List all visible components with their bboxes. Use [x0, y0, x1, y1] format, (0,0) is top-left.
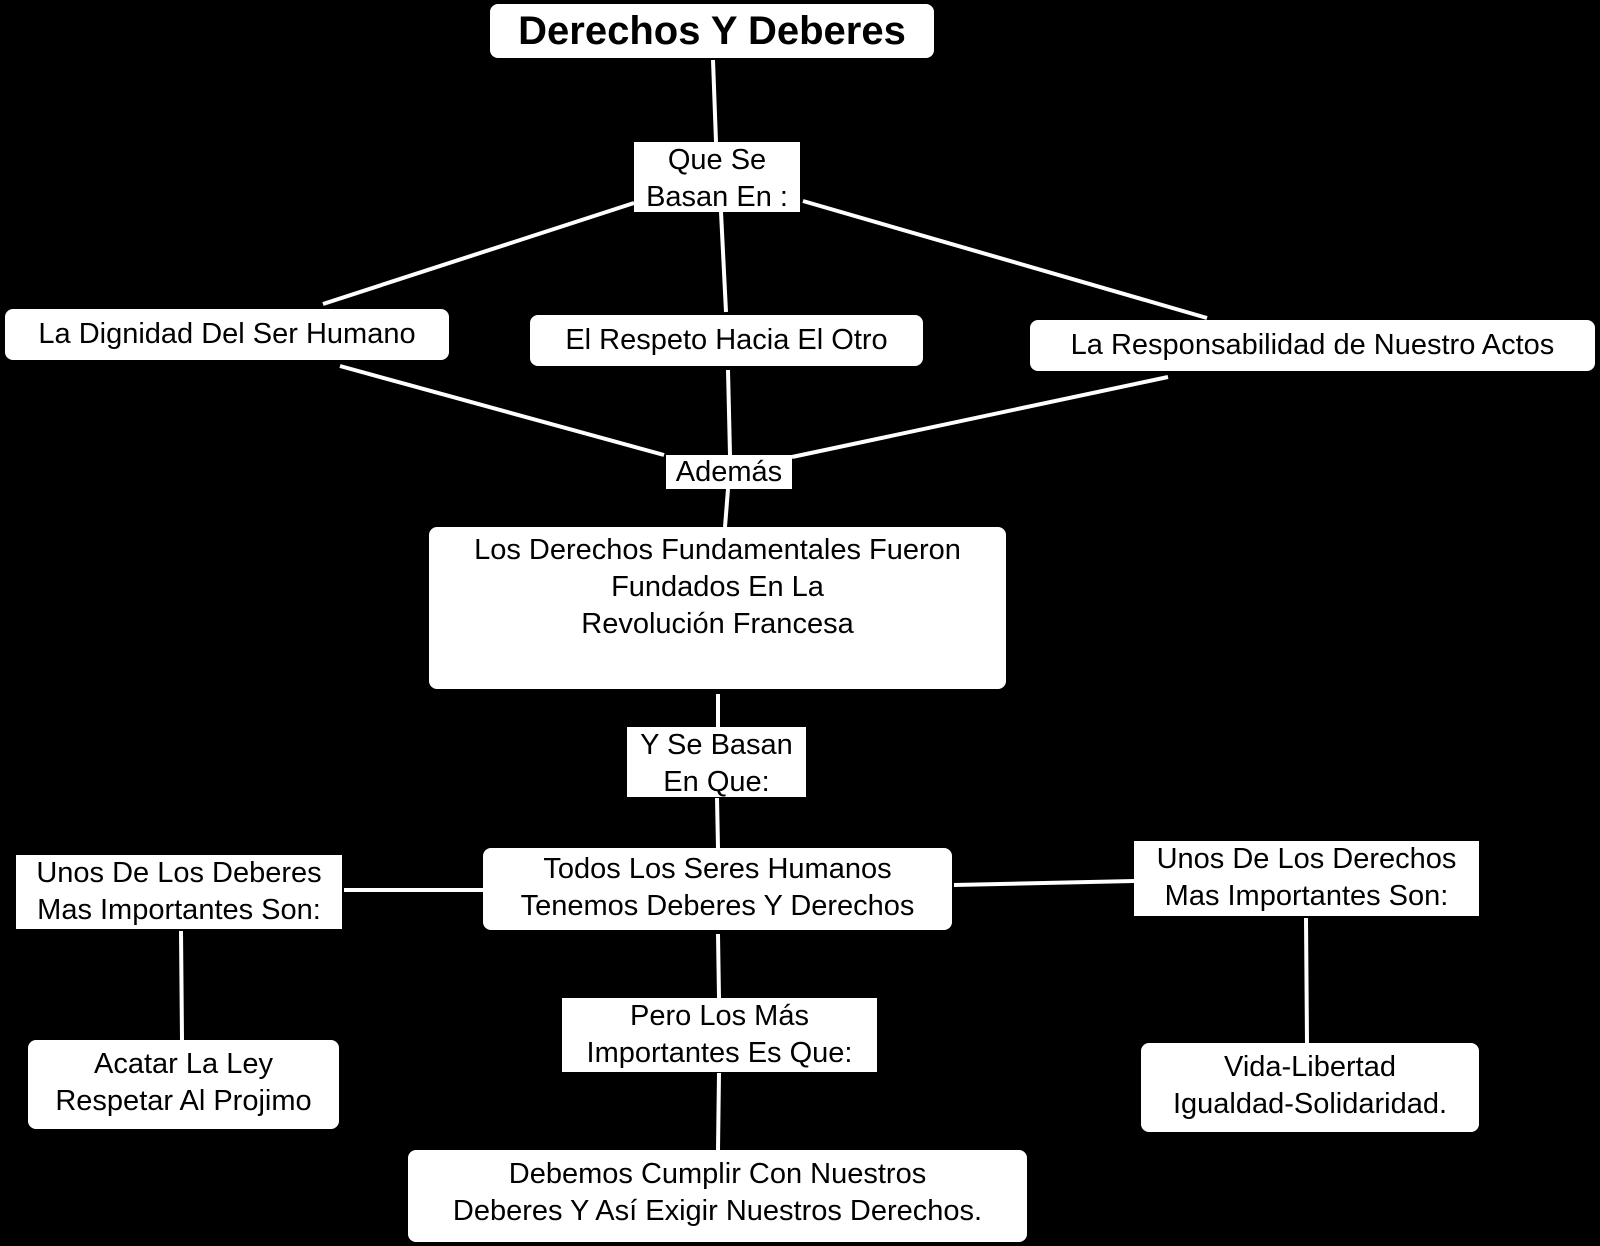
- concept-dignidad: La Dignidad Del Ser Humano: [5, 309, 449, 360]
- connector-unos-derechos-to-vida: [1304, 917, 1309, 1044]
- concept-todos-los-seres-humanos: Todos Los Seres Humanos Tenemos Deberes …: [483, 848, 952, 930]
- link-text-line-2: Mas Importantes Son:: [37, 894, 321, 926]
- link-text-line-1: Además: [675, 456, 783, 488]
- connector-ademas-to-revolucion: [723, 488, 730, 528]
- connector-unos-deberes-to-acatar: [179, 930, 184, 1041]
- link-text-line-2: Mas Importantes Son:: [1164, 880, 1449, 912]
- link-ademas: Además: [666, 455, 792, 489]
- connector-responsabilidad-to-ademas: [791, 375, 1169, 459]
- connector-todos-to-pero-los-mas: [716, 933, 721, 999]
- concept-vida-libertad: Vida-Libertad Igualdad-Solidaridad.: [1141, 1043, 1479, 1132]
- connector-pero-los-mas-to-debemos: [716, 1072, 721, 1151]
- concept-text-line-1: Acatar La Ley: [94, 1048, 273, 1080]
- link-text-line-1: Unos De Los Deberes: [36, 857, 322, 889]
- concept-revolucion-francesa: Los Derechos Fundamentales Fueron Fundad…: [429, 527, 1006, 689]
- concept-responsabilidad: La Responsabilidad de Nuestro Actos: [1030, 320, 1595, 371]
- concept-text-line-2: Deberes Y Así Exigir Nuestros Derechos.: [452, 1195, 983, 1227]
- link-text-line-2: En Que:: [663, 766, 770, 798]
- concept-text-line-2: Fundados En La: [611, 571, 824, 603]
- link-text-line-1: Pero Los Más: [630, 1000, 809, 1032]
- link-y-se-basan-en-que: Y Se Basan En Que:: [627, 727, 806, 798]
- link-pero-los-mas: Pero Los Más Importantes Es Que:: [562, 998, 877, 1072]
- concept-text-line-2: Tenemos Deberes Y Derechos: [520, 890, 915, 922]
- link-unos-de-los-deberes: Unos De Los Deberes Mas Importantes Son:: [16, 855, 342, 929]
- link-text-line-1: Y Se Basan: [640, 729, 793, 761]
- connector-respeto-to-ademas: [726, 369, 732, 456]
- concept-acatar-la-ley: Acatar La Ley Respetar Al Projimo: [28, 1040, 339, 1129]
- connector-que-se-basan-to-respeto: [719, 211, 728, 313]
- link-unos-de-los-derechos: Unos De Los Derechos Mas Importantes Son…: [1134, 841, 1479, 916]
- connector-todos-to-unos-derechos: [953, 879, 1135, 887]
- concept-text-line-2: Igualdad-Solidaridad.: [1172, 1088, 1448, 1120]
- connector-dignidad-to-ademas: [339, 364, 665, 457]
- diagram-title: Derechos Y Deberes: [490, 4, 934, 58]
- connector-que-se-basan-to-responsabilidad: [802, 199, 1208, 320]
- connector-que-se-basan-to-dignidad: [322, 201, 635, 306]
- concept-debemos-cumplir: Debemos Cumplir Con Nuestros Deberes Y A…: [408, 1150, 1027, 1242]
- concept-text-line-3: Revolución Francesa: [581, 608, 854, 640]
- concept-text-line-1: Debemos Cumplir Con Nuestros: [508, 1158, 927, 1190]
- link-text-line-2: Importantes Es Que:: [586, 1037, 853, 1069]
- connector-y-se-basan-to-todos: [715, 797, 720, 849]
- concept-text-line-1: Todos Los Seres Humanos: [543, 853, 892, 885]
- concept-respeto: El Respeto Hacia El Otro: [530, 315, 923, 366]
- concept-text-line-1: La Responsabilidad de Nuestro Actos: [1070, 329, 1555, 361]
- link-text-line-1: Que Se: [667, 144, 767, 176]
- link-text-line-1: Unos De Los Derechos: [1156, 843, 1457, 875]
- link-text-line-2: Basan En :: [646, 181, 788, 213]
- diagram-title-text: Derechos Y Deberes: [518, 9, 906, 53]
- concept-text-line-2: Respetar Al Projimo: [55, 1085, 312, 1117]
- concept-text-line-1: Los Derechos Fundamentales Fueron: [474, 534, 961, 566]
- concept-text-line-1: El Respeto Hacia El Otro: [565, 324, 888, 356]
- concept-text-line-1: Vida-Libertad: [1224, 1051, 1396, 1083]
- connector-title-to-que-se-basan: [711, 59, 718, 143]
- link-que-se-basan-en: Que Se Basan En :: [634, 142, 800, 213]
- concept-text-line-1: La Dignidad Del Ser Humano: [38, 318, 416, 350]
